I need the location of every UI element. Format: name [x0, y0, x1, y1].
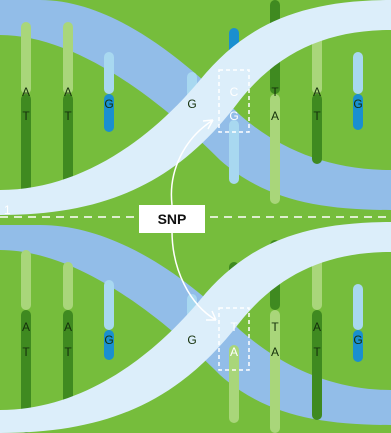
- bar-1-7-bottom: [312, 94, 322, 164]
- snp-highlight-box-1: [218, 69, 250, 133]
- strand2-base-2-top: A: [64, 320, 72, 334]
- strand1-base-7-bottom: T: [313, 109, 321, 123]
- bar-1-1-bottom: [21, 94, 31, 194]
- bar-1-6-bottom: [270, 94, 280, 204]
- backbone-front-2: [0, 222, 391, 433]
- strand2-base-4-top: G: [187, 333, 196, 347]
- snp-arrow-up: [170, 119, 214, 206]
- bar-1-2-bottom: [63, 94, 73, 184]
- strand1-base-7-top: A: [313, 85, 321, 99]
- strand2-base-2-bottom: T: [64, 345, 72, 359]
- strand-1-number: 1: [4, 203, 11, 217]
- bar-1-3-bottom: [104, 94, 114, 132]
- dna-strand-2: A T A T G G T A T A A T G: [0, 222, 391, 433]
- strand1-base-5-bottom: G: [229, 109, 238, 123]
- strand2-base-3-top: G: [104, 333, 113, 347]
- strand1-base-6-bottom: A: [271, 109, 279, 123]
- bar-2-8-bottom: [353, 330, 363, 362]
- snp-arrow-down-head: [206, 310, 217, 321]
- bar-2-2-top: [63, 262, 73, 310]
- strand1-base-2-bottom: T: [64, 109, 72, 123]
- bar-2-3-bottom: [104, 330, 114, 360]
- strand2-base-5-top: T: [230, 320, 238, 334]
- bar-2-6-bottom: [270, 310, 280, 433]
- bar-2-3-top: [104, 280, 114, 330]
- strand1-base-6-top: T: [271, 85, 279, 99]
- strand1-base-1-bottom: T: [22, 109, 30, 123]
- snp-highlight-box-2: [218, 307, 250, 371]
- strand1-base-2-top: A: [64, 85, 72, 99]
- strand1-base-4-top: G: [187, 97, 196, 111]
- bar-2-2-bottom: [63, 310, 73, 420]
- bar-2-7-bottom: [312, 310, 322, 420]
- strand2-base-1-top: A: [22, 320, 30, 334]
- bar-1-1-top: [21, 22, 31, 94]
- bar-2-1-top: [21, 250, 31, 310]
- strand1-base-8-top: G: [353, 97, 362, 111]
- bar-1-8-bottom: [353, 94, 363, 130]
- snp-arrow-down: [171, 230, 217, 321]
- strand2-base-5-bottom: A: [230, 345, 238, 359]
- bar-1-8-top: [353, 52, 363, 94]
- snp-connector: SNP: [139, 119, 217, 321]
- base-letters-2: A T A T G G T A T A A T G: [22, 320, 363, 359]
- strand2-base-7-bottom: T: [313, 345, 321, 359]
- strand2-base-7-top: A: [313, 320, 321, 334]
- snp-arrow-up-head: [202, 119, 214, 130]
- strand2-base-8-top: G: [353, 333, 362, 347]
- bar-2-7-top: [312, 255, 322, 310]
- strand2-base-6-top: T: [271, 320, 279, 334]
- strand1-base-3-top: G: [104, 97, 113, 111]
- bar-2-1-bottom: [21, 310, 31, 433]
- snp-label: SNP: [158, 211, 187, 227]
- bar-1-2-top: [63, 22, 73, 94]
- strand2-base-1-bottom: T: [22, 345, 30, 359]
- base-letters-1: A T A T G G C G T A A T G: [22, 85, 363, 123]
- bar-1-5-bottom: [229, 120, 239, 184]
- bar-2-8-top: [353, 284, 363, 330]
- strand2-base-6-bottom: A: [271, 345, 279, 359]
- backbone-front-1: [0, 0, 391, 215]
- bar-1-3-top: [104, 52, 114, 94]
- strand1-base-1-top: A: [22, 85, 30, 99]
- strand1-base-5-top: C: [230, 85, 239, 99]
- bar-2-5-bottom: [229, 345, 239, 423]
- snp-label-box: [139, 205, 205, 233]
- dna-strand-1: A T A T G G C G T A A T G: [0, 0, 391, 215]
